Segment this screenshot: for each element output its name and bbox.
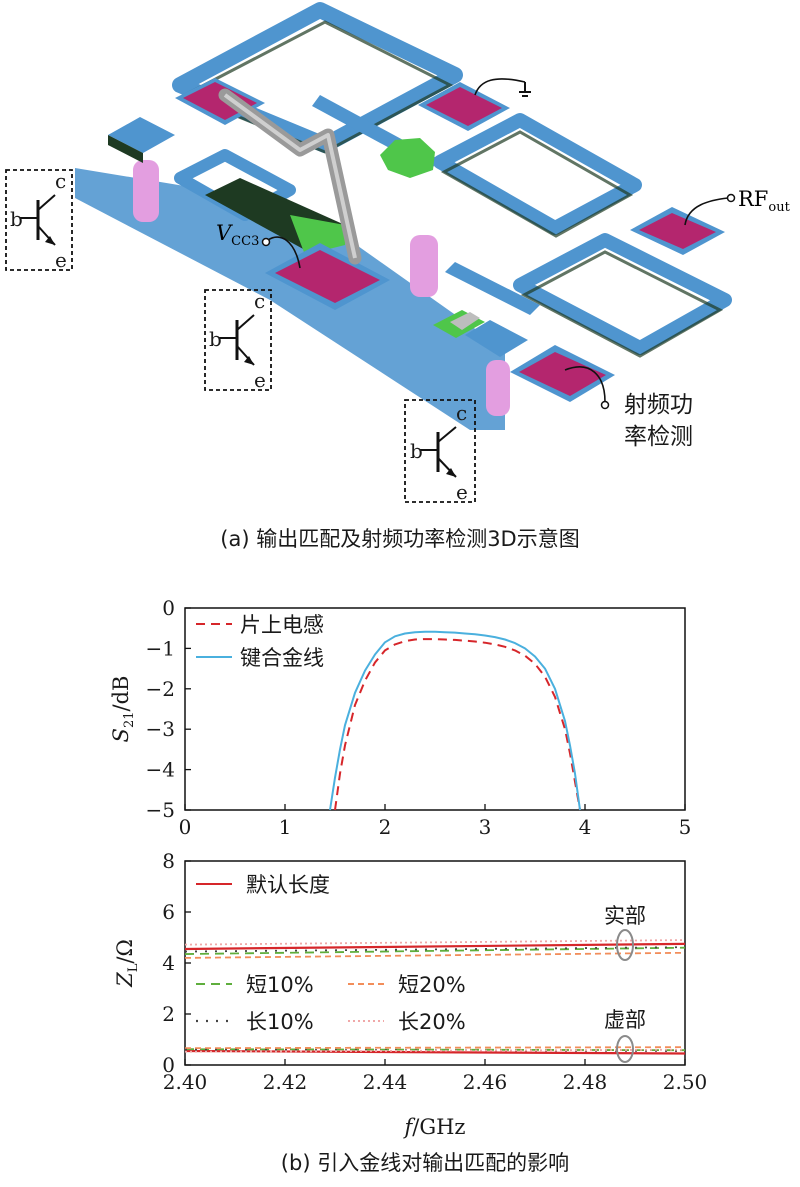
- series-line-2-real: [184, 951, 686, 959]
- x-tick-label: 4: [579, 815, 592, 839]
- via: [486, 360, 510, 416]
- chart-zl: 2.40 2.42 2.44 2.46 2.48 2.50 0 2 4 6 8 默认长度 短10% …: [113, 849, 707, 1139]
- plot-frame: [184, 607, 686, 811]
- annotation-imag: 虚部: [604, 1008, 646, 1063]
- y-tick-label: 0: [162, 596, 175, 620]
- x-tick-label: 2.50: [663, 1070, 708, 1094]
- svg-text:c: c: [456, 401, 467, 425]
- series-line-1: [329, 630, 581, 811]
- series-line-0-imag: [184, 1049, 686, 1055]
- layout-3d-illustration: b c e b c e b c e VCC3 RFout: [5, 2, 791, 504]
- series-line-1-real: [184, 946, 686, 955]
- y-tick-label: 6: [162, 900, 175, 924]
- svg-text:虚部: 虚部: [604, 1008, 646, 1032]
- series-line-4-imag: [184, 1048, 686, 1053]
- x-tick-label: 0: [179, 815, 192, 839]
- x-tick-label: 2: [379, 815, 392, 839]
- x-tick-label: 3: [479, 815, 492, 839]
- rf-out-label: RFout: [738, 187, 791, 215]
- x-tick-label: 2.46: [463, 1070, 508, 1094]
- tick-group: 2.40 2.42 2.44 2.46 2.48 2.50 0 2 4 6 8: [162, 849, 707, 1094]
- y-tick-label: 0: [162, 1053, 175, 1077]
- y-axis-label: S21/dB: [109, 676, 137, 743]
- x-tick-label: 5: [679, 815, 692, 839]
- svg-text:c: c: [254, 289, 265, 313]
- terminal-e: e: [55, 248, 67, 272]
- svg-text:e: e: [254, 368, 266, 392]
- legend-label-0: 默认长度: [246, 873, 330, 897]
- legend: 片上电感 键合金线: [196, 613, 324, 670]
- series-line-0-real: [184, 942, 686, 951]
- metal-loop-right-2: [513, 233, 732, 355]
- svg-text:b: b: [410, 439, 423, 463]
- series-line-1-imag: [184, 1048, 686, 1052]
- caption-b: (b) 引入金线对输出匹配的影响: [281, 1151, 569, 1175]
- y-tick-label: −1: [146, 636, 175, 660]
- legend-label-2: 短20%: [398, 973, 466, 997]
- x-tick-label: 2.40: [163, 1070, 208, 1094]
- chart-s21: 0 1 2 3 4 5 0 −1 −2 −3 −4 −5 片上电感 键合金线 S21/dB: [109, 596, 691, 839]
- terminal-b: b: [10, 207, 23, 231]
- x-tick-label: 2.48: [563, 1070, 608, 1094]
- legend: 默认长度 短10% 短20% 长10% 长20%: [196, 873, 466, 1034]
- detector-label-line2: 率检测: [624, 424, 693, 450]
- svg-text:e: e: [456, 480, 468, 504]
- bus-trace: [75, 168, 505, 430]
- svg-text:实部: 实部: [604, 904, 646, 928]
- metal-loop-right-1: [433, 113, 642, 235]
- y-tick-label: −4: [146, 758, 175, 782]
- x-tick-label: 2.42: [263, 1070, 308, 1094]
- x-tick-label: 2.44: [363, 1070, 408, 1094]
- legend-label-3: 长10%: [246, 1010, 314, 1034]
- series-group: [184, 939, 686, 1055]
- transistor-symbol: b c e: [5, 169, 73, 272]
- y-tick-label: −3: [146, 717, 175, 741]
- series-group: [329, 630, 581, 811]
- legend-label-0: 片上电感: [240, 613, 324, 637]
- via: [410, 235, 438, 297]
- tick-group: 0 1 2 3 4 5 0 −1 −2 −3 −4 −5: [146, 596, 692, 839]
- y-tick-label: −5: [146, 798, 175, 822]
- vcc-label: VCC3: [216, 221, 259, 249]
- annotation-real: 实部: [604, 904, 646, 961]
- detector-label-line1: 射频功: [624, 392, 693, 418]
- y-tick-label: −2: [146, 677, 175, 701]
- terminal-c: c: [55, 169, 66, 193]
- series-line-2-imag: [184, 1046, 686, 1050]
- caption-a: (a) 输出匹配及射频功率检测3D示意图: [220, 527, 579, 551]
- green-pad: [380, 138, 435, 178]
- series-line-4-real: [184, 939, 686, 946]
- y-tick-label: 2: [162, 1002, 175, 1026]
- legend-label-1: 键合金线: [240, 646, 324, 670]
- legend-label-4: 长20%: [398, 1010, 466, 1034]
- legend-label-1: 短10%: [246, 973, 314, 997]
- y-tick-label: 4: [162, 951, 175, 975]
- x-axis-label: f/GHz: [402, 1115, 465, 1139]
- series-line-0: [334, 638, 581, 811]
- transistor-symbol: b c e: [404, 399, 476, 504]
- transistor-symbol: b c e: [204, 289, 272, 392]
- via: [133, 160, 159, 222]
- series-line-3-real: [184, 946, 686, 953]
- x-tick-label: 1: [279, 815, 292, 839]
- y-tick-label: 8: [162, 849, 175, 873]
- y-axis-label: ZL/Ω: [113, 939, 141, 988]
- svg-text:b: b: [209, 327, 222, 351]
